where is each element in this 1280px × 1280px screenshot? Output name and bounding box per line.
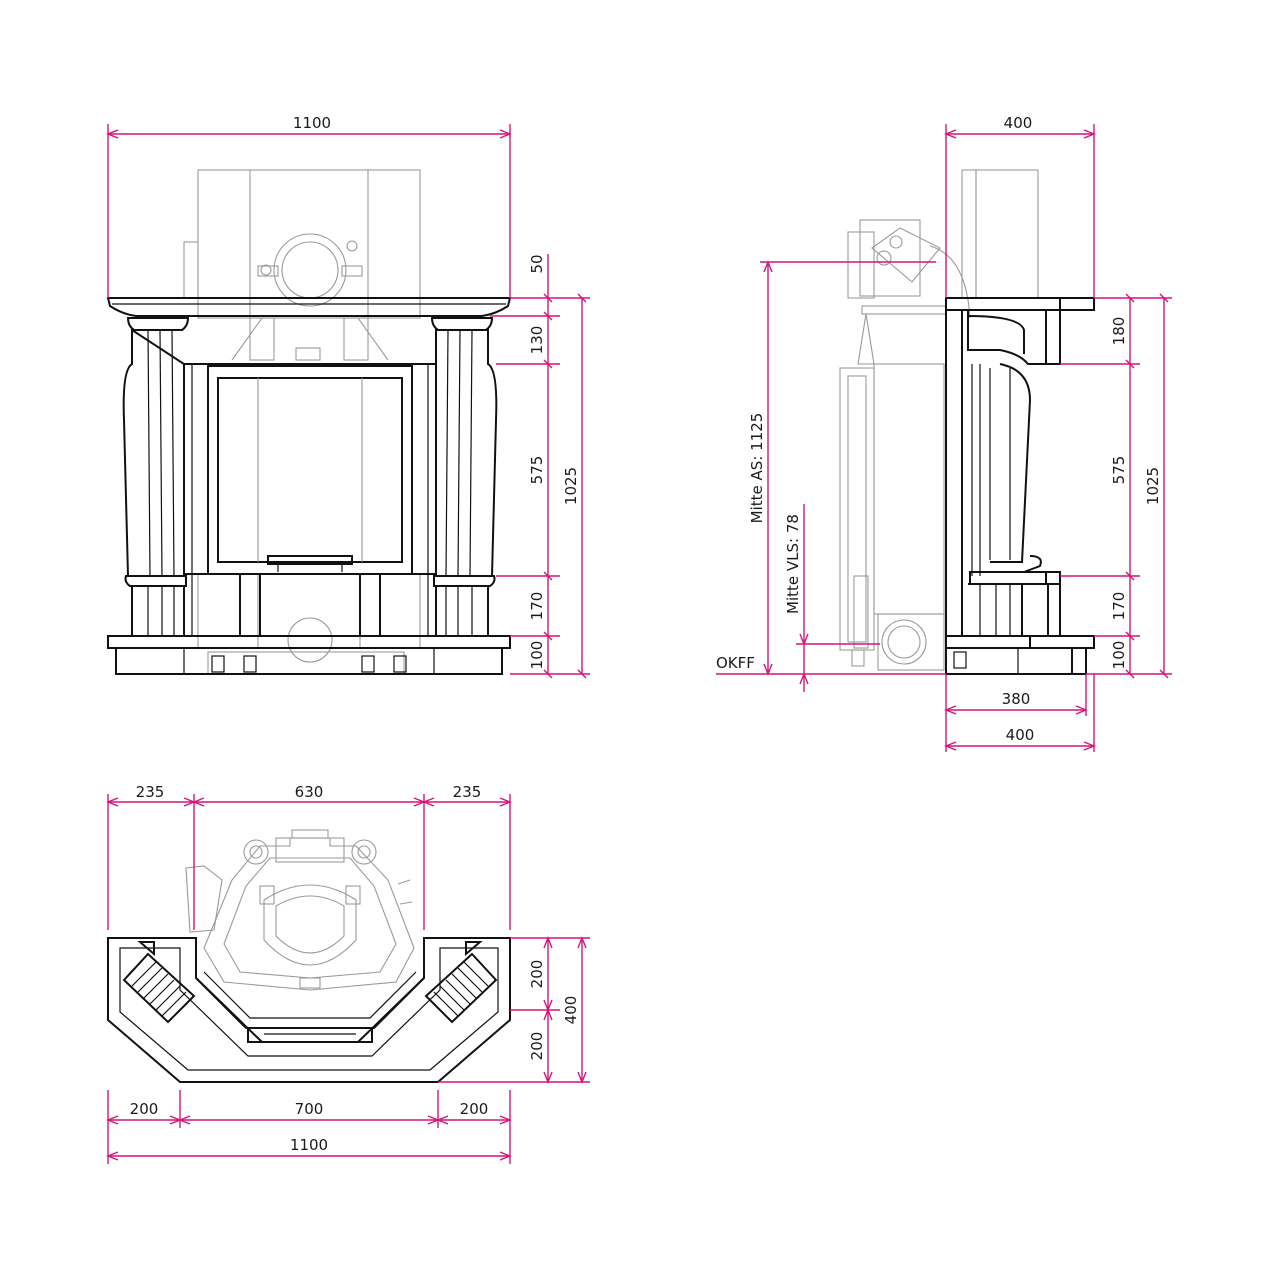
front-height-firebox-label: 575	[528, 456, 546, 485]
side-height-upper-label: 180	[1110, 317, 1128, 346]
plan-depth-front-label: 200	[528, 960, 546, 989]
plan-right-column	[424, 941, 498, 1024]
side-height-lower-label: 170	[1110, 592, 1128, 621]
front-left-column	[122, 317, 190, 637]
side-depth-bottom-label: 400	[1006, 726, 1035, 744]
front-cornice	[106, 297, 512, 317]
front-height-top-label: 50	[528, 254, 546, 273]
side-dimensions	[716, 124, 1172, 752]
side-depth-inner-label: 380	[1002, 690, 1031, 708]
plan-bottom-left-label: 200	[130, 1100, 159, 1118]
mitte-as-label: Mitte AS: 1125	[748, 413, 766, 524]
front-right-column	[430, 317, 498, 637]
side-depth-top-label: 400	[1004, 114, 1033, 132]
plan-depth-total-label: 400	[562, 996, 580, 1025]
plan-left-column	[122, 941, 196, 1024]
front-height-mantle-label: 130	[528, 326, 546, 355]
side-height-total-label: 1025	[1144, 467, 1162, 505]
front-height-base-label: 170	[528, 592, 546, 621]
front-height-plinth-label: 100	[528, 641, 546, 670]
plan-insert-ghost	[185, 829, 415, 991]
front-insert-ghost	[183, 169, 421, 675]
plan-bottom-right-label: 200	[460, 1100, 489, 1118]
front-view	[106, 124, 590, 679]
plan-view	[106, 794, 590, 1164]
plan-top-left-label: 235	[136, 783, 165, 801]
mitte-vls-label: Mitte VLS: 78	[784, 514, 802, 614]
floor-level-label: OKFF	[716, 654, 755, 672]
side-height-middle-label: 575	[1110, 456, 1128, 485]
plan-overall-label: 1100	[290, 1136, 328, 1154]
side-height-plinth-label: 100	[1110, 641, 1128, 670]
plan-top-right-label: 235	[453, 783, 482, 801]
front-dimensions	[106, 124, 590, 679]
side-view	[716, 124, 1172, 752]
side-surround	[945, 297, 1095, 675]
front-height-total-label: 1025	[562, 467, 580, 505]
plan-bottom-center-label: 700	[295, 1100, 324, 1118]
side-insert-ghost	[839, 169, 1039, 671]
plan-depth-back-label: 200	[528, 1032, 546, 1061]
front-plinth	[107, 635, 511, 675]
door-handle	[267, 555, 353, 565]
plan-top-center-label: 630	[295, 783, 324, 801]
plan-inner-recess	[195, 977, 425, 1029]
plan-dimensions	[106, 794, 590, 1164]
front-width-label: 1100	[293, 114, 331, 132]
front-firebox	[184, 363, 436, 637]
